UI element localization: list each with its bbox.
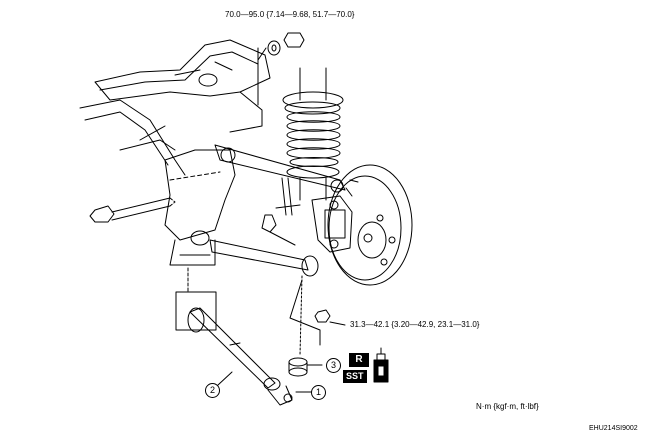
bushing [288,357,308,377]
lower-nut [314,309,346,326]
callout-3: 3 [326,358,341,373]
upper-lateral-link [214,144,346,193]
brake-caliper [311,195,353,253]
frame-rail [79,99,186,176]
long-bolt [89,197,176,223]
callout-1: 1 [311,385,326,400]
leader-lower [289,279,321,346]
figure-code: EHU214SI9002 [589,425,638,432]
knuckle-bracket [164,149,236,266]
top-nut [267,32,305,56]
caliper-bolt [261,214,296,246]
trailing-link [187,307,293,406]
special-tool-badge: SST [343,370,367,383]
mount-plate [175,267,217,331]
torque-spec-bottom: 31.3—42.1 {3.20—42.9, 23.1—31.0} [350,320,480,329]
grease-can-icon [373,347,389,383]
lower-lateral-link [209,239,319,277]
strut-rod [275,177,301,216]
replace-badge: R [349,353,369,367]
units-note: N·m {kgf·m, ft·lbf} [476,402,539,411]
coil-spring [282,67,344,201]
brake-disc [327,164,413,286]
leader-top [257,47,267,106]
leader-bushing [299,275,303,356]
leader-callout-2 [217,371,233,386]
callout-2: 2 [205,383,220,398]
crossmember [94,39,271,133]
torque-spec-top: 70.0—95.0 {7.14—9.68, 51.7—70.0} [225,10,355,19]
